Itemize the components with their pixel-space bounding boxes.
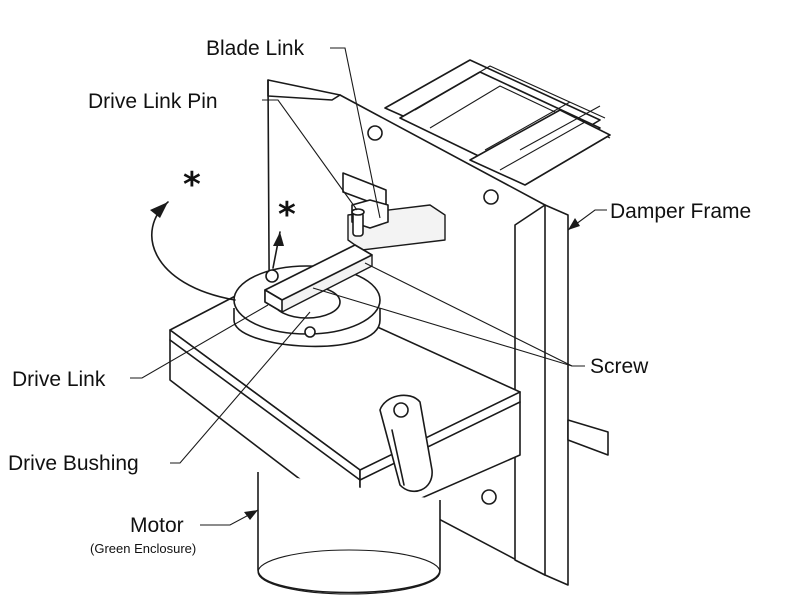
label-screw: Screw: [590, 355, 649, 378]
motor-cylinder: [257, 472, 441, 595]
label-motor-note: (Green Enclosure): [90, 541, 196, 556]
frame-hole: [483, 189, 499, 205]
label-motor: Motor: [130, 514, 184, 537]
drive-link: [264, 244, 373, 313]
leader-lines: [130, 47, 607, 526]
blade-link-assembly: [342, 172, 446, 251]
label-drive-bushing: Drive Bushing: [8, 452, 139, 475]
asterisk-rotation: *: [183, 165, 201, 205]
label-damper-frame: Damper Frame: [610, 200, 751, 223]
label-blade-link: Blade Link: [206, 37, 305, 60]
frame-hole: [481, 489, 497, 505]
label-drive-link: Drive Link: [12, 368, 106, 391]
asterisk-hole: *: [278, 195, 296, 235]
frame-hole: [367, 125, 383, 141]
rotation-arrow: [150, 201, 284, 301]
label-drive-link-pin: Drive Link Pin: [88, 90, 218, 113]
damper-blade-channels: [384, 59, 611, 186]
